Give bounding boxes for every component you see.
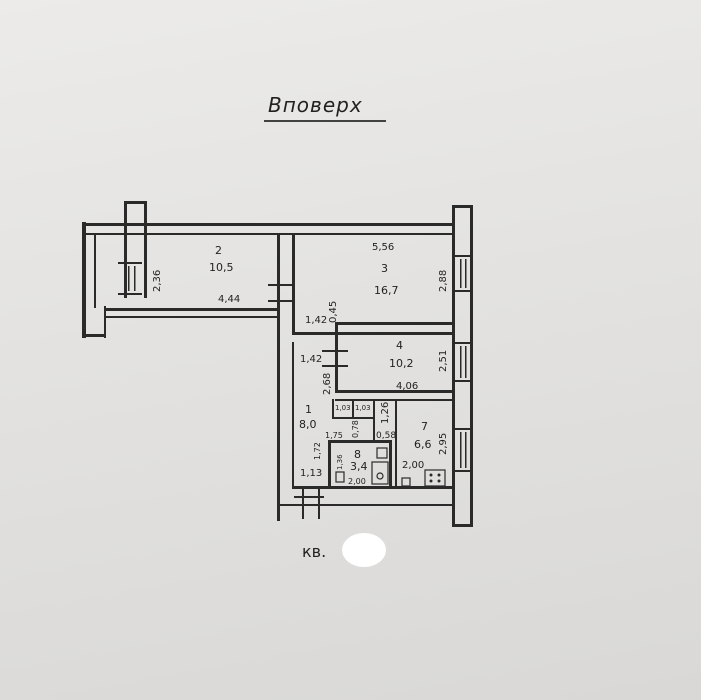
dim-175: 1,75 — [325, 431, 343, 440]
dim-172: 1,72 — [313, 442, 322, 460]
dim-045: 0,45 — [328, 301, 339, 323]
room-7-number: 7 — [421, 420, 428, 433]
dim-058: 0,58 — [376, 431, 396, 441]
room-3-area: 16,7 — [374, 284, 399, 297]
room-4-number: 4 — [396, 339, 403, 352]
room-labels: 2 10,5 3 16,7 4 10,2 1 8,0 7 6,6 8 3,4 — [209, 244, 432, 473]
dimension-labels: 2,36 4,44 5,56 2,88 1,42 0,45 1,42 2,68 … — [152, 242, 449, 486]
room-8-number: 8 — [354, 448, 361, 461]
dim-113: 1,13 — [300, 468, 322, 479]
dim-288: 2,88 — [438, 270, 449, 292]
dim-142a: 1,42 — [305, 315, 327, 326]
walls — [82, 201, 473, 527]
dim-236: 2,36 — [152, 270, 163, 292]
page-title: Вповерх — [268, 93, 363, 117]
dim-200b: 2,00 — [402, 460, 424, 471]
dim-268: 2,68 — [322, 373, 333, 395]
dim-103a: 1,03 — [335, 404, 351, 412]
dim-142b: 1,42 — [300, 354, 322, 365]
redaction-mark — [342, 533, 386, 567]
dim-126: 1,26 — [380, 402, 391, 424]
room-8-area: 3,4 — [350, 460, 368, 473]
room-4-area: 10,2 — [389, 357, 414, 370]
room-2-number: 2 — [215, 244, 222, 257]
dim-406: 4,06 — [396, 381, 418, 392]
room-2-area: 10,5 — [209, 261, 234, 274]
apartment-label: кв. — [302, 542, 326, 561]
dim-078: 0,78 — [351, 420, 360, 438]
dim-136: 1,36 — [336, 454, 344, 470]
dim-200a: 2,00 — [348, 477, 366, 486]
dim-556: 5,56 — [372, 242, 394, 253]
dim-444: 4,44 — [218, 294, 240, 305]
dim-103b: 1,03 — [355, 404, 371, 412]
room-7-area: 6,6 — [414, 438, 432, 451]
room-1-number: 1 — [305, 403, 312, 416]
room-1-area: 8,0 — [299, 418, 317, 431]
dim-295: 2,95 — [438, 433, 449, 455]
room-3-number: 3 — [381, 262, 388, 275]
dim-251: 2,51 — [438, 350, 449, 372]
